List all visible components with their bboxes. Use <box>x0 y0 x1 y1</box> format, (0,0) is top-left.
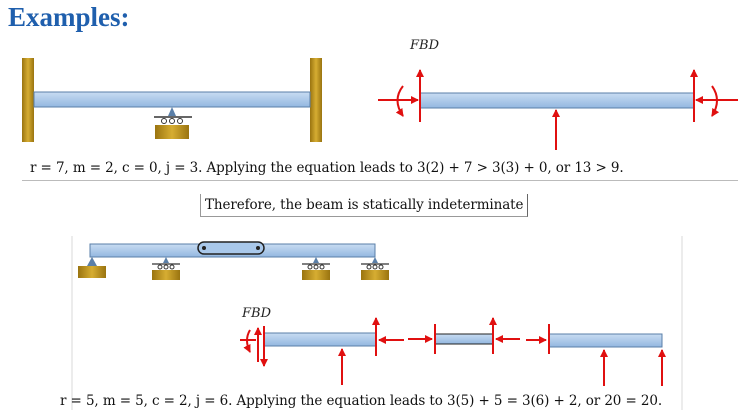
examples-heading: Examples: <box>8 2 130 32</box>
example1-beam-diagram <box>22 58 322 142</box>
left-fixed-wall <box>22 58 34 142</box>
example1-equation: r = 7, m = 2, c = 0, j = 3. Applying the… <box>22 156 738 181</box>
fbd-label-1: FBD <box>410 38 439 53</box>
example1-conclusion: Therefore, the beam is statically indete… <box>200 194 529 217</box>
example2-beam-diagram <box>78 241 389 280</box>
example2-fbd <box>240 317 666 386</box>
roller-support-icon <box>154 107 192 139</box>
example2-equation: r = 5, m = 5, c = 2, j = 6. Applying the… <box>60 393 663 409</box>
roller-support-icon <box>361 257 389 280</box>
fbd2-segment-a <box>263 332 377 347</box>
right-fixed-wall <box>310 58 322 142</box>
roller-support-icon <box>302 257 330 280</box>
fbd2-segment-b <box>434 333 494 345</box>
roller-support-icon <box>152 257 180 280</box>
fbd2-segment-c <box>548 333 663 348</box>
beam-1 <box>33 91 311 108</box>
fbd-label-2: FBD <box>242 306 271 321</box>
example1-fbd <box>378 69 738 150</box>
pin-support-icon <box>78 257 106 278</box>
hinge-link <box>197 241 265 255</box>
fbd1-beam <box>419 92 695 109</box>
